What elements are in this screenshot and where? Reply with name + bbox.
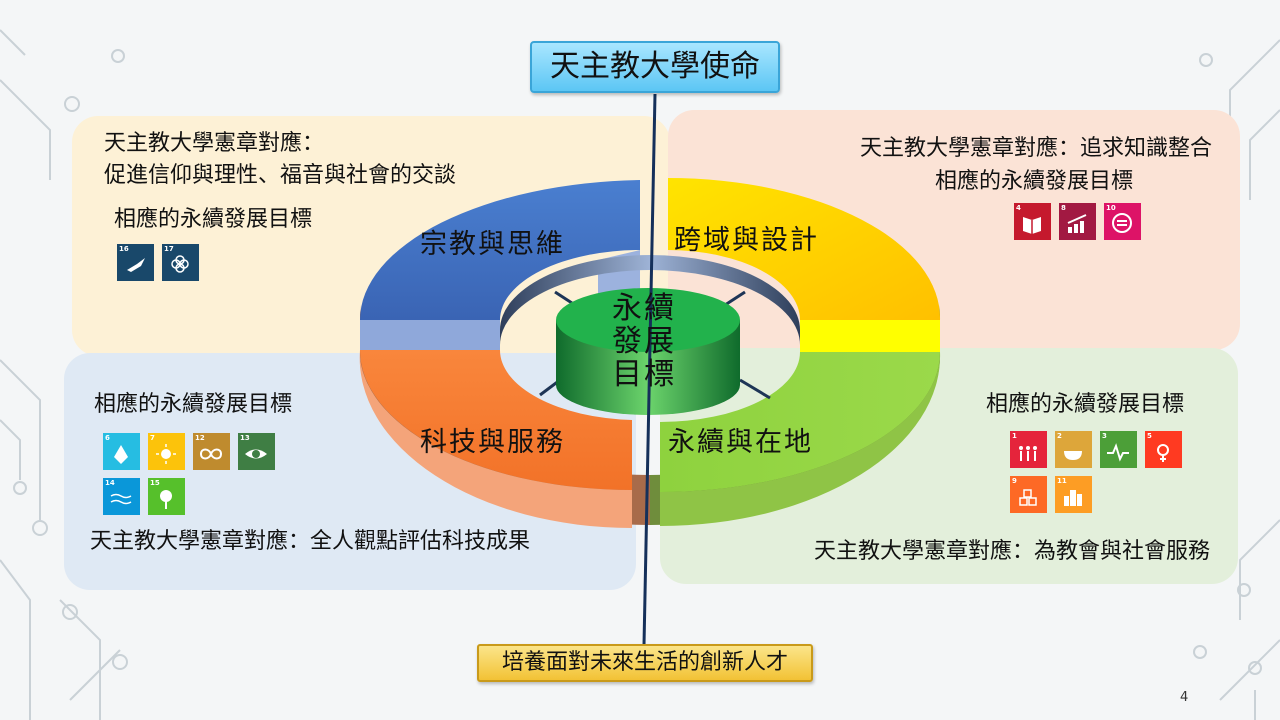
sdg-6-tile: 6 — [103, 433, 140, 470]
dove-icon — [127, 258, 145, 272]
sdg-number: 14 — [105, 479, 115, 487]
sdg-number: 16 — [119, 245, 129, 253]
flower-icon — [171, 255, 189, 273]
br-sdg-icons: 1 2 3 5 9 11 — [1010, 431, 1200, 513]
center-label-line3: 目標 — [612, 357, 676, 392]
sdg-number: 3 — [1102, 432, 1107, 440]
sdg-12-tile: 12 — [193, 433, 230, 470]
sdg-number: 13 — [240, 434, 250, 442]
tr-sdg-heading: 相應的永續發展目標 — [935, 169, 1134, 194]
fish-wave-icon — [110, 493, 132, 505]
sdg-7-tile: 7 — [148, 433, 185, 470]
tl-charter-line2: 促進信仰與理性、福音與社會的交談 — [104, 163, 457, 188]
city-icon — [1064, 490, 1082, 506]
mission-axis-line — [642, 93, 657, 646]
br-sdg-heading: 相應的永續發展目標 — [986, 392, 1185, 417]
sdg-10-tile: 10 — [1104, 203, 1141, 240]
sdg-17-tile: 17 — [162, 244, 199, 281]
center-label: 永續 發展 目標 — [576, 292, 712, 391]
infinity-icon — [199, 448, 223, 460]
bl-charter-line1: 天主教大學憲章對應：全人觀點評估科技成果 — [90, 529, 531, 554]
tl-sdg-heading: 相應的永續發展目標 — [114, 207, 313, 232]
sdg-1-tile: 1 — [1010, 431, 1047, 468]
center-label-line2: 發展 — [612, 324, 676, 359]
br-charter-line1: 天主教大學憲章對應：為教會與社會服務 — [813, 539, 1210, 564]
sun-icon — [156, 444, 176, 464]
sdg-9-tile: 9 — [1010, 476, 1047, 513]
label-technology-service: 科技與服務 — [420, 427, 565, 458]
sdg-number: 8 — [1061, 204, 1066, 212]
sdg-number: 2 — [1057, 432, 1062, 440]
bl-sdg-heading: 相應的永續發展目標 — [94, 392, 293, 417]
sdg-number: 15 — [150, 479, 160, 487]
label-sustainability-local: 永續與在地 — [668, 427, 813, 458]
tree-icon — [160, 490, 172, 509]
sdg-number: 1 — [1012, 432, 1017, 440]
sdg-16-tile: 16 — [117, 244, 154, 281]
sdg-number: 4 — [1016, 204, 1021, 212]
sdg-number: 11 — [1057, 477, 1067, 485]
sdg-number: 5 — [1147, 432, 1152, 440]
sdg-4-tile: 4 — [1014, 203, 1051, 240]
book-icon — [1023, 217, 1041, 234]
heartbeat-icon — [1107, 443, 1129, 462]
sdg-number: 6 — [105, 434, 110, 442]
water-drop-icon — [114, 445, 128, 464]
sdg-15-tile: 15 — [148, 478, 185, 515]
sdg-3-tile: 3 — [1100, 431, 1137, 468]
sdg-number: 7 — [150, 434, 155, 442]
sdg-2-tile: 2 — [1055, 431, 1092, 468]
center-label-line1: 永續 — [612, 291, 676, 326]
sdg-8-tile: 8 — [1059, 203, 1096, 240]
sdg-5-tile: 5 — [1145, 431, 1182, 468]
segment-sustainability-local — [660, 352, 940, 492]
sdg-number: 12 — [195, 434, 205, 442]
bl-sdg-icons: 6 7 12 13 14 15 — [103, 433, 303, 515]
segment-religion-thinking — [359, 180, 640, 320]
mission-title-box: 天主教大學使命 — [530, 41, 780, 93]
page-number: 4 — [1180, 690, 1189, 705]
sdg-number: 9 — [1012, 477, 1017, 485]
segment-technology-service — [360, 350, 632, 490]
tr-charter-line1: 天主教大學憲章對應：追求知識整合 — [859, 136, 1212, 161]
eye-globe-icon — [245, 449, 267, 459]
sdg-13-tile: 13 — [238, 433, 275, 470]
label-religion-thinking: 宗教與思維 — [420, 229, 565, 260]
innovation-talent-box: 培養面對未來生活的創新人才 — [477, 644, 813, 682]
cubes-icon — [1019, 489, 1037, 506]
sdg-14-tile: 14 — [103, 478, 140, 515]
gender-icon — [1157, 444, 1169, 462]
tr-sdg-icons: 4 8 10 — [1014, 203, 1174, 240]
bowl-icon — [1064, 451, 1082, 460]
tl-charter-line1: 天主教大學憲章對應： — [104, 131, 325, 156]
center-cylinder-top — [556, 288, 740, 352]
sdg-number: 17 — [164, 245, 174, 253]
family-icon — [1019, 446, 1037, 461]
sdg-11-tile: 11 — [1055, 476, 1092, 513]
label-interdisciplinary-design: 跨域與設計 — [674, 225, 819, 256]
segment-interdisciplinary-design — [668, 178, 941, 320]
growth-chart-icon — [1067, 214, 1087, 233]
sdg-number: 10 — [1106, 204, 1116, 212]
equal-icon — [1112, 213, 1132, 233]
